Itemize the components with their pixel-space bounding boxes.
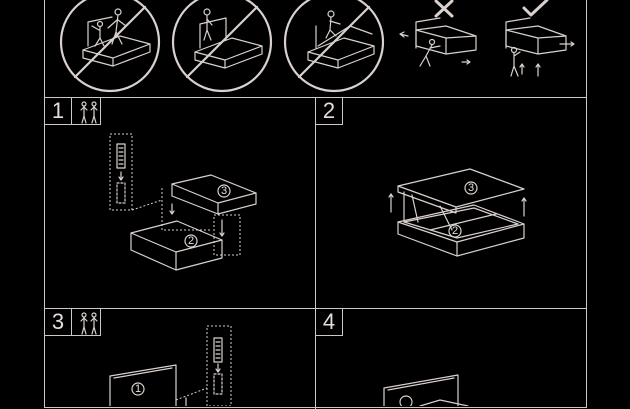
step-1-illustration: 3 2 (109, 133, 257, 271)
lift-wrong-way-icon (399, 0, 477, 67)
part-3-label: 3 (221, 185, 227, 197)
two-people-icon (71, 97, 101, 125)
no-sitting-on-open-bed-icon (283, 0, 385, 93)
step-3-illustration: 1 (109, 325, 232, 406)
part-3-label: 3 (468, 182, 474, 194)
part-2-label: 2 (188, 235, 194, 247)
no-climbing-on-bed-icon (59, 0, 161, 93)
step-4-illustration (383, 374, 469, 406)
no-standing-on-bed-icon (171, 0, 273, 93)
step-2-illustration: 2 3 (388, 168, 527, 257)
lift-correct-way-icon (505, 0, 575, 77)
column-divider (315, 97, 316, 409)
two-people-icon (80, 312, 98, 335)
two-people-icon (71, 308, 101, 336)
step-4-number: 4 (315, 308, 343, 336)
two-people-icon (80, 101, 98, 124)
step-2-number: 2 (315, 97, 343, 125)
part-1-label: 1 (135, 383, 141, 395)
part-2-label: 2 (452, 225, 458, 237)
